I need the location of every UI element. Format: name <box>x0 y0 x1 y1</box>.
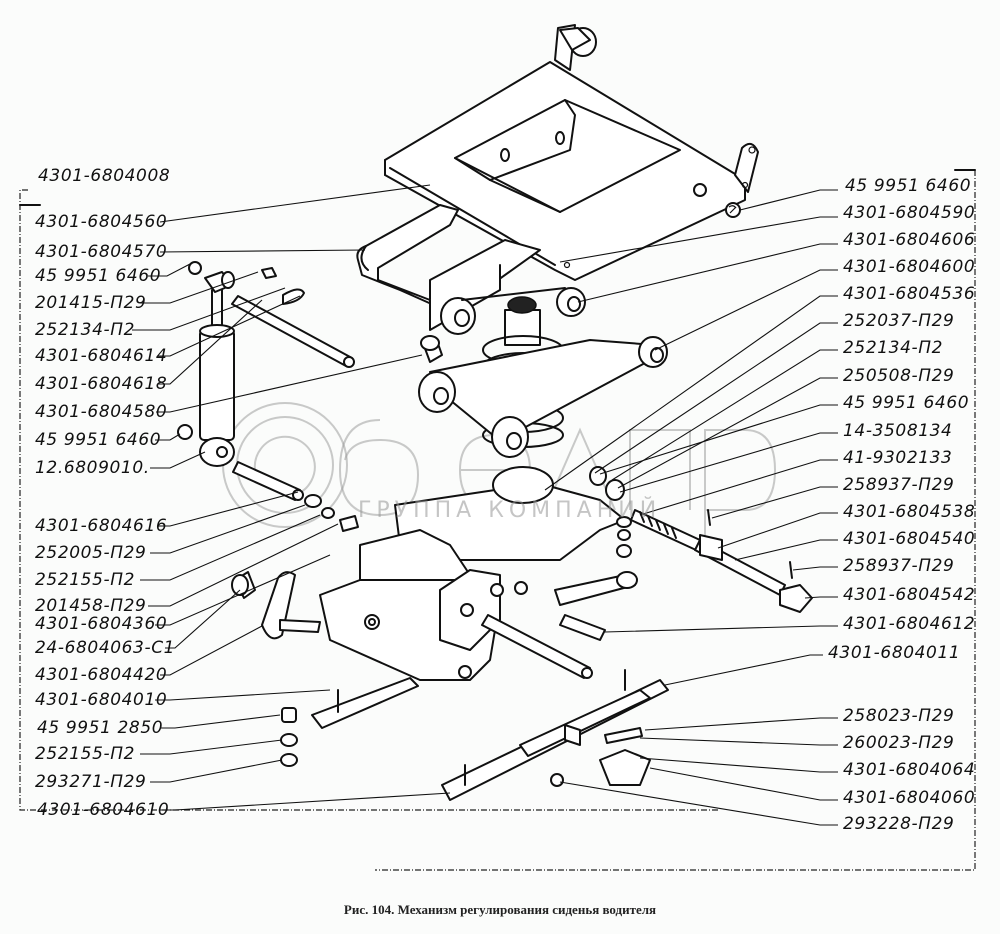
part-label-left: 252005-П29 <box>35 543 147 563</box>
part-label-left: 45 9951 6460 <box>35 266 162 286</box>
part-label-right: 258023-П29 <box>843 706 955 726</box>
part-label-left: 4301-6804360 <box>35 614 168 634</box>
lock-washer <box>725 202 741 218</box>
spring-clip <box>177 261 202 440</box>
part-label-right: 4301-6804542 <box>843 585 976 605</box>
part-label-right: 4301-6804606 <box>843 230 976 250</box>
part-label-left: 252155-П2 <box>35 744 136 764</box>
lower-pin <box>232 461 304 501</box>
part-label-right: 4301-6804060 <box>843 788 976 808</box>
part-label-left: 24-6804063-С1 <box>35 638 176 658</box>
part-label-right: 45 9951 6460 <box>845 176 972 196</box>
adjust-screw-assembly <box>589 466 813 613</box>
part-label-right: 41-9302133 <box>843 448 953 468</box>
part-label-right: 4301-6804538 <box>843 502 976 522</box>
part-label-right: 4301-6804064 <box>843 760 976 780</box>
seat-rail-left <box>280 677 419 767</box>
link-arm <box>554 571 638 606</box>
part-label-left: 201415-П29 <box>35 293 147 313</box>
part-label-right: 252037-П29 <box>843 311 955 331</box>
seat-frame <box>384 24 759 281</box>
leader-lines-right <box>544 189 838 826</box>
part-label-right: 258937-П29 <box>843 556 955 576</box>
part-label-left: 4301-6804616 <box>35 516 168 536</box>
part-label-left: 201458-П29 <box>35 596 147 616</box>
part-label-left: 293271-П29 <box>35 772 147 792</box>
group-label: 4301-6804008 <box>38 166 171 186</box>
part-label-left: 12.6809010. <box>35 458 150 478</box>
spring-assembly <box>418 296 668 458</box>
part-label-right: 293228-П29 <box>843 814 955 834</box>
washers-left <box>304 494 359 532</box>
part-label-right: 4301-6804011 <box>828 643 961 663</box>
axle-pin <box>231 267 355 368</box>
bushing <box>420 335 443 363</box>
part-label-right: 260023-П29 <box>843 733 955 753</box>
part-label-left: 4301-6804010 <box>35 690 168 710</box>
watermark-subtitle: ГРУППА КОМПАНИЙ <box>358 498 662 523</box>
part-label-left: 252134-П2 <box>35 320 136 340</box>
part-label-left: 4301-6804570 <box>35 242 168 262</box>
part-label-right: 250508-П29 <box>843 366 955 386</box>
part-label-left: 45 9951 2850 <box>37 718 164 738</box>
part-label-right: 4301-6804590 <box>843 203 976 223</box>
part-label-left: 4301-6804614 <box>35 346 168 366</box>
part-label-left: 4301-6804618 <box>35 374 168 394</box>
part-label-left: 45 9951 6460 <box>35 430 162 450</box>
part-label-left: 252155-П2 <box>35 570 136 590</box>
part-label-right: 14-3508134 <box>843 421 953 441</box>
part-label-right: 4301-6804540 <box>843 529 976 549</box>
part-label-right: 45 9951 6460 <box>843 393 970 413</box>
part-label-right: 4301-6804612 <box>843 614 976 634</box>
upper-arm <box>356 204 586 335</box>
part-label-right: 252134-П2 <box>843 338 944 358</box>
part-label-left: 4301-6804420 <box>35 665 168 685</box>
group-bracket-right <box>375 170 976 871</box>
adjust-lever <box>231 571 321 640</box>
part-label-left: 4301-6804610 <box>37 800 170 820</box>
part-label-left: 4301-6804580 <box>35 402 168 422</box>
leader-lines-left <box>132 184 451 811</box>
part-label-right: 4301-6804600 <box>843 257 976 277</box>
part-label-right: 258937-П29 <box>843 475 955 495</box>
part-label-right: 4301-6804536 <box>843 284 976 304</box>
part-label-left: 4301-6804560 <box>35 212 168 232</box>
shock-absorber <box>199 271 235 467</box>
seat-rail-right <box>441 669 669 801</box>
long-shaft <box>481 614 606 679</box>
group-bracket-left <box>19 189 720 811</box>
figure-caption: Рис. 104. Механизм регулирования сиденья… <box>343 902 657 917</box>
